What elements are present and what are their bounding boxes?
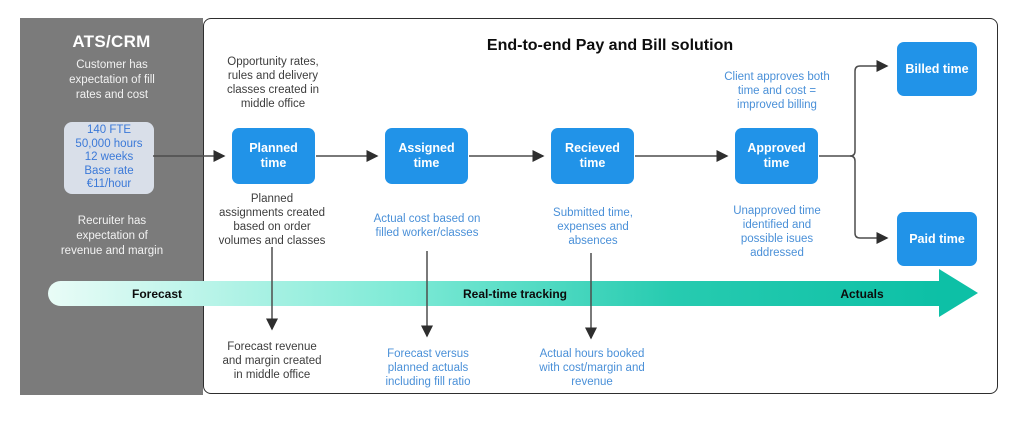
annotation-actual-hours-booked: Actual hours booked with cost/margin and… xyxy=(539,348,645,388)
timeline-label-forecast: Forecast xyxy=(131,287,183,301)
sidebar-title: ATS/CRM xyxy=(72,32,151,51)
metrics-box: 140 FTE 50,000 hours 12 weeks Base rate … xyxy=(64,122,154,194)
timeline-gradient-arrow xyxy=(48,281,940,306)
flow-box-planned-time: Planned time xyxy=(232,128,315,184)
flow-box-assigned-time: Assigned time xyxy=(385,128,468,184)
flow-box-label: Paid time xyxy=(909,231,965,246)
annotation-actual-cost: Actual cost based on filled worker/class… xyxy=(373,213,481,239)
flow-box-paid-time: Paid time xyxy=(897,212,977,266)
flow-box-billed-time: Billed time xyxy=(897,42,977,96)
annotation-client-approves: Client approves both time and cost = imp… xyxy=(724,71,830,111)
annotation-opportunity-rates: Opportunity rates, rules and delivery cl… xyxy=(226,56,320,110)
annotation-forecast-versus-planned: Forecast versus planned actuals includin… xyxy=(385,348,471,388)
timeline-label-realtime-tracking: Real-time tracking xyxy=(462,287,568,301)
page-title: End-to-end Pay and Bill solution xyxy=(486,37,734,54)
flow-box-label: Recieved time xyxy=(565,141,620,170)
ats-crm-sidebar xyxy=(20,18,203,395)
annotation-planned-assignments: Planned assignments created based on ord… xyxy=(218,193,326,247)
flow-box-label: Approved time xyxy=(747,141,806,170)
flow-box-recieved-time: Recieved time xyxy=(551,128,634,184)
recruiter-expectation-text: Recruiter has expectation of revenue and… xyxy=(60,215,164,257)
flow-box-label: Billed time xyxy=(905,61,969,76)
timeline-arrowhead xyxy=(939,269,978,317)
annotation-unapproved-time: Unapproved time identified and possible … xyxy=(733,205,821,259)
timeline-label-actuals: Actuals xyxy=(840,287,884,301)
annotation-forecast-revenue: Forecast revenue and margin created in m… xyxy=(222,341,322,381)
flow-box-label: Planned time xyxy=(249,141,298,170)
annotation-submitted-time: Submitted time, expenses and absences xyxy=(553,207,633,247)
flow-box-label: Assigned time xyxy=(398,141,455,170)
customer-expectation-text: Customer has expectation of fill rates a… xyxy=(69,59,155,101)
flow-box-approved-time: Approved time xyxy=(735,128,818,184)
